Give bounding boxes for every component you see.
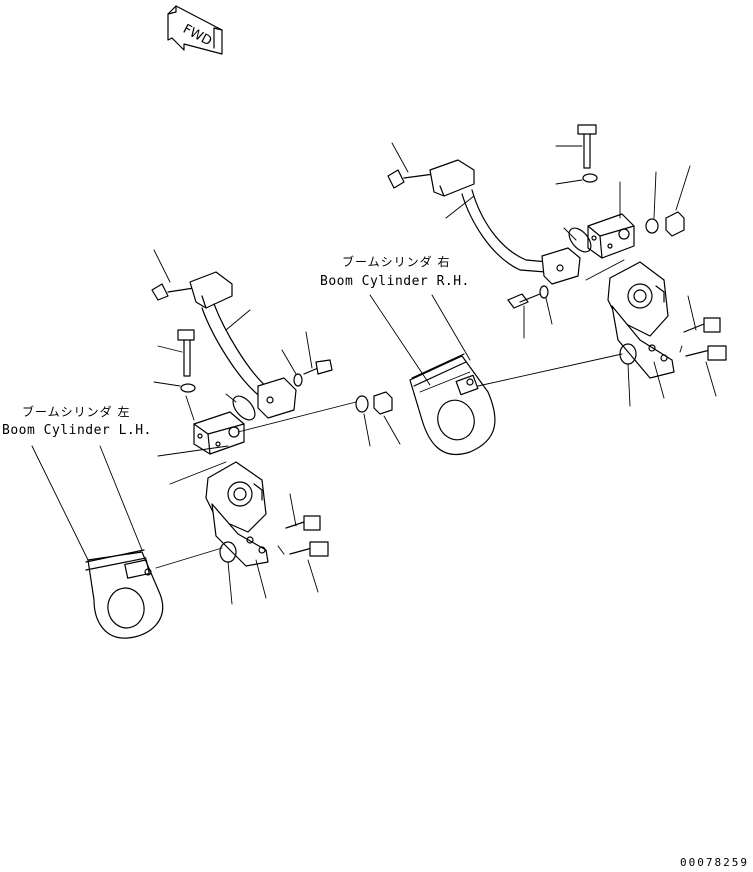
washer-lh [180, 383, 196, 393]
boom-cylinder-lh [85, 549, 164, 639]
plug-lh [373, 391, 393, 415]
oring-rh [645, 218, 659, 234]
washer-rh-small [539, 285, 549, 299]
pipe-lh [151, 271, 297, 419]
bolt-lh-top [177, 329, 195, 377]
label-boom-cylinder-rh-en: Boom Cylinder R.H. [320, 274, 470, 289]
drawing-number: 00078259 [680, 856, 749, 869]
bolt-lh-a [285, 515, 321, 531]
oring-lh [355, 395, 369, 413]
block-lh [193, 411, 245, 455]
block-rh [587, 213, 635, 259]
bolt-lh-b [289, 541, 329, 557]
plug-rh [665, 211, 685, 237]
valve-rh [607, 261, 675, 379]
fwd-arrow-icon: FWD [167, 5, 223, 55]
label-boom-cylinder-lh-en: Boom Cylinder L.H. [2, 423, 152, 438]
bolt-rh-a [683, 317, 721, 333]
bolt-rh-small [507, 293, 541, 309]
label-boom-cylinder-lh-jp: ブームシリンダ 左 [22, 405, 131, 419]
washer-rh [582, 173, 598, 183]
pipe-rh [387, 159, 581, 285]
label-boom-cylinder-rh-jp: ブームシリンダ 右 [342, 255, 451, 269]
bolt-rh-top [577, 124, 597, 169]
washer-lh-small [293, 373, 303, 387]
bolt-lh-small [303, 359, 333, 375]
gasket-lh [232, 395, 256, 421]
valve-lh [205, 461, 269, 567]
boom-cylinder-rh [409, 353, 496, 455]
bolt-rh-b [685, 345, 727, 361]
gasket-rh [568, 227, 592, 253]
